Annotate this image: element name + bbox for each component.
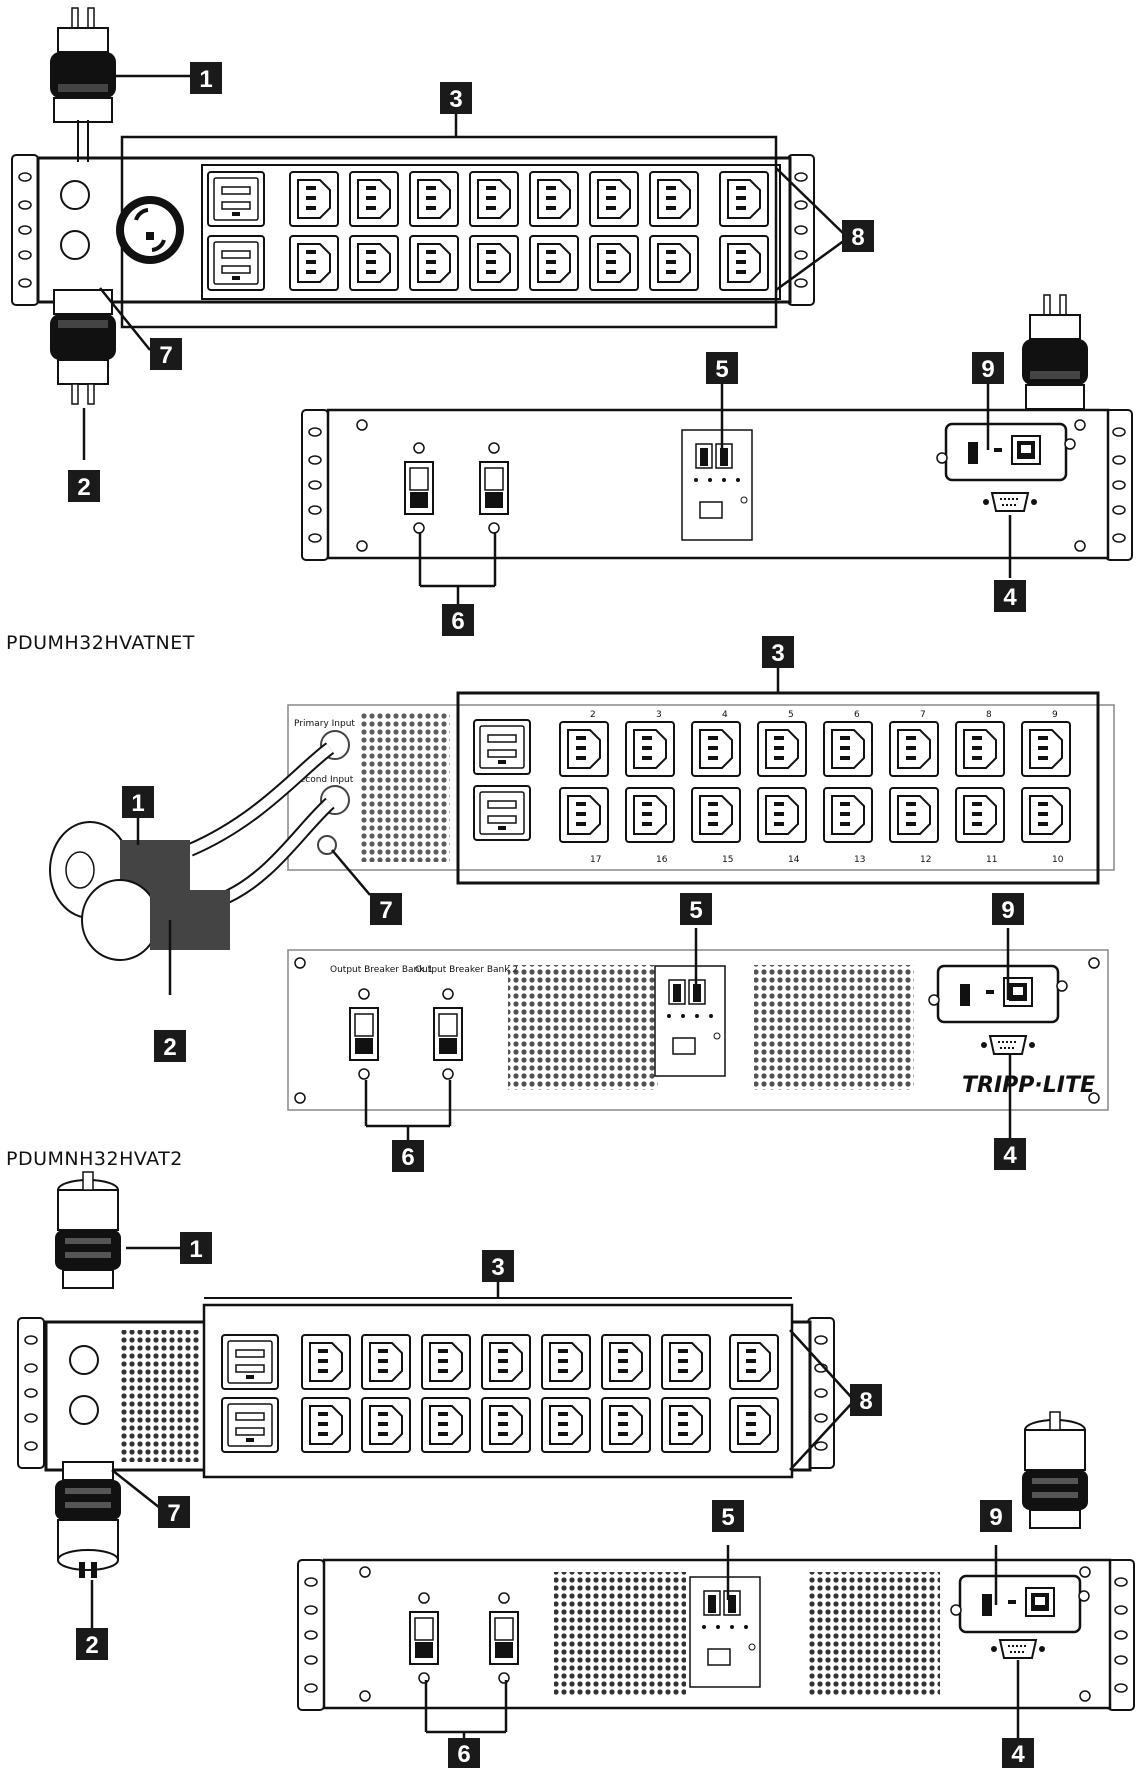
outlet-number: 14 — [788, 855, 800, 865]
callout-3: 3 — [491, 1254, 504, 1281]
callout-3: 3 — [449, 86, 462, 113]
callout-5: 5 — [715, 356, 728, 383]
callout-9: 9 — [981, 356, 994, 383]
callout-4: 4 — [1011, 1741, 1025, 1768]
callout-1: 1 — [189, 1236, 202, 1263]
callout-1: 1 — [199, 66, 212, 93]
callout-9: 9 — [989, 1504, 1002, 1531]
model-section-1 — [11, 7, 1133, 605]
outlet-number: 12 — [920, 855, 931, 865]
callout-3: 3 — [771, 640, 784, 667]
outlet-number: 7 — [920, 710, 926, 720]
outlet-number: 5 — [788, 710, 794, 720]
outlet-number: 9 — [1052, 710, 1058, 720]
callout-8: 8 — [859, 1388, 872, 1415]
callout-1: 1 — [131, 790, 144, 817]
callout-4: 4 — [1003, 1142, 1017, 1169]
callout-5: 5 — [721, 1504, 734, 1531]
outlet-number: 10 — [1052, 855, 1064, 865]
output-breaker-2-label: Output Breaker Bank 2 — [415, 965, 518, 975]
output-breaker-1-label: Output Breaker Bank 1 — [330, 965, 433, 975]
outlet-number: 2 — [590, 710, 596, 720]
outlet-number: 11 — [986, 855, 997, 865]
secondary-input-label: Second Input — [294, 775, 354, 785]
model-section-3 — [17, 1171, 1135, 1744]
model-label-pdumh32hvatnet: PDUMH32HVATNET — [6, 632, 195, 654]
outlet-number: 4 — [722, 710, 728, 720]
callout-2: 2 — [163, 1034, 176, 1061]
outlet-number: 6 — [854, 710, 860, 720]
outlet-number: 8 — [986, 710, 992, 720]
callout-6: 6 — [457, 1741, 470, 1768]
callout-5: 5 — [689, 897, 702, 924]
callout-2: 2 — [77, 474, 90, 501]
callout-6: 6 — [401, 1144, 414, 1171]
brand-logo: TRIPP·LITE — [962, 1073, 1095, 1098]
outlet-number: 3 — [656, 710, 662, 720]
callout-7: 7 — [167, 1500, 180, 1527]
model-section-2: Primary Input Second Input 2 3 4 5 6 7 8… — [49, 668, 1115, 1140]
plug-icon — [81, 879, 230, 961]
outlet-number: 13 — [854, 855, 865, 865]
callout-8: 8 — [851, 224, 864, 251]
callout-7: 7 — [159, 342, 172, 369]
callout-2: 2 — [85, 1632, 98, 1659]
callout-7: 7 — [379, 897, 392, 924]
callout-9: 9 — [1001, 897, 1014, 924]
outlet-number: 16 — [656, 855, 668, 865]
outlet-number: 17 — [590, 855, 601, 865]
callout-6: 6 — [451, 608, 464, 635]
primary-input-label: Primary Input — [294, 719, 355, 729]
callout-4: 4 — [1003, 584, 1017, 611]
model-label-pdumnh32hvat2: PDUMNH32HVAT2 — [6, 1148, 183, 1170]
outlet-number: 15 — [722, 855, 733, 865]
